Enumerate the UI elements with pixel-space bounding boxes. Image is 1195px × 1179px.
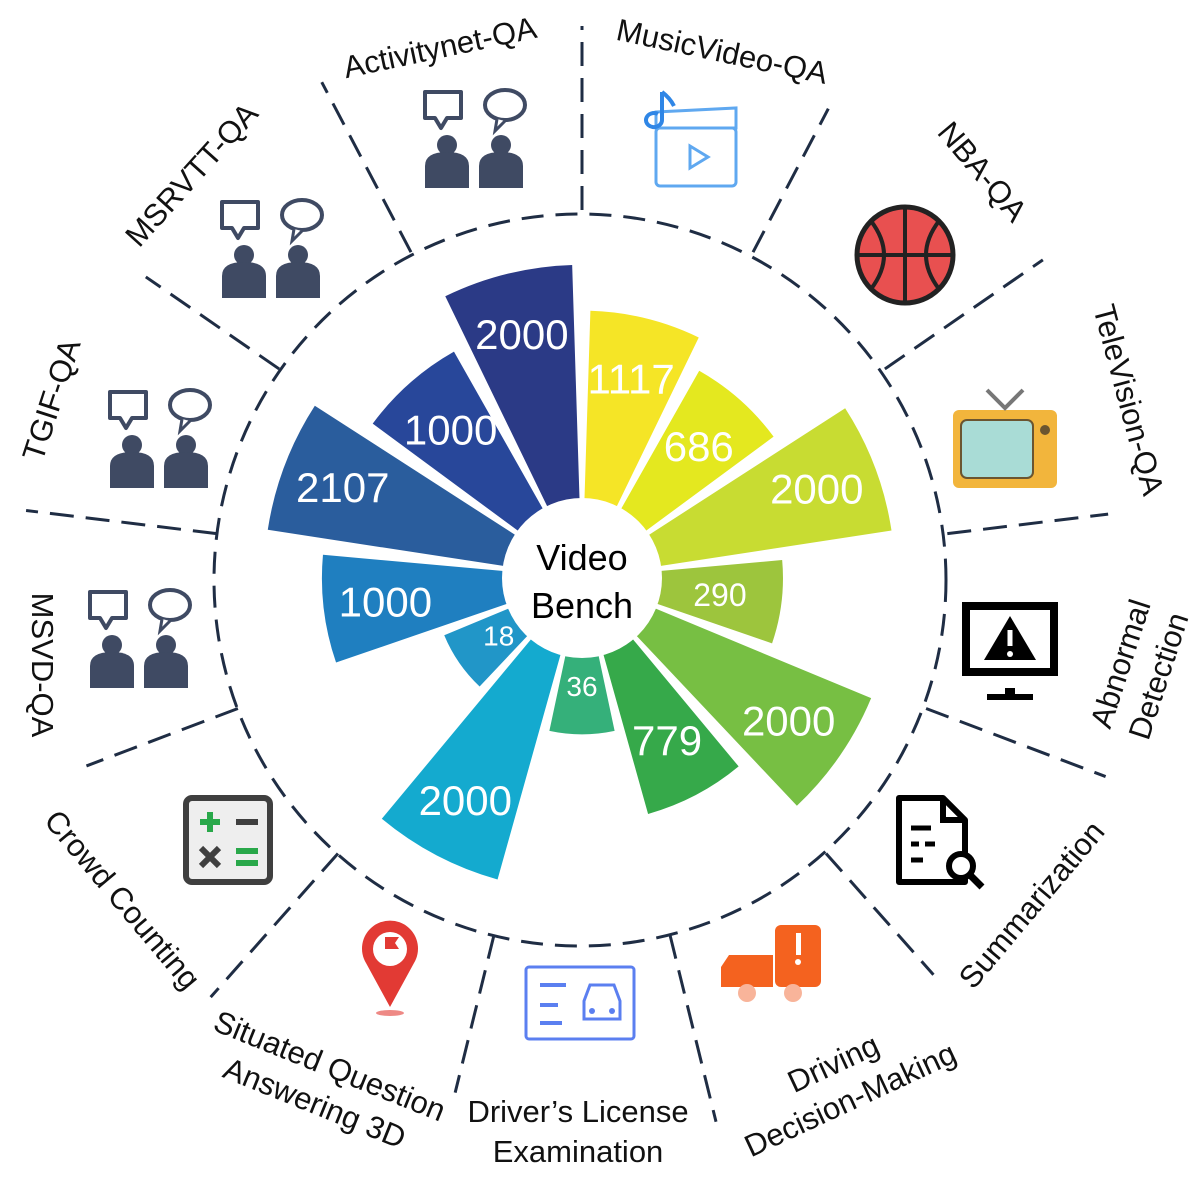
warning-monitor-icon <box>962 602 1058 700</box>
sector-dividers <box>25 26 1109 1123</box>
truck-alert-icon <box>721 925 821 1002</box>
center-hole <box>502 498 662 658</box>
television-icon <box>953 388 1057 488</box>
sector-divider <box>925 707 1107 778</box>
wedge-10 <box>267 405 532 569</box>
conversation-people-icon <box>220 198 324 298</box>
category-label: MSVD-QA <box>25 593 60 738</box>
sector-divider <box>144 275 280 371</box>
sector-divider <box>668 934 718 1123</box>
calculator-icon <box>183 795 273 885</box>
basketball-icon <box>854 204 956 306</box>
center-title-line-1: Video <box>536 537 627 578</box>
category-label-line: TGIF-QA <box>15 334 87 465</box>
wedge-9 <box>321 554 526 663</box>
sector-divider <box>884 258 1044 371</box>
wedge-12 <box>445 265 581 525</box>
wedge-6 <box>549 636 615 735</box>
wedge-3 <box>638 560 783 644</box>
sector-divider <box>947 512 1109 536</box>
category-label: MusicVideo-QA <box>613 12 831 91</box>
conversation-people-icon <box>88 588 192 688</box>
wedges: 1117 686 2000 290 2000 779 36 2000 18 1000 2107 100… <box>267 265 892 880</box>
category-label-line: TeleVision-QA <box>1086 301 1171 500</box>
sector-divider <box>209 852 340 999</box>
category-label-line: NBA-QA <box>931 115 1034 229</box>
category-label: Activitynet-QA <box>340 10 540 85</box>
wedge-7 <box>381 624 566 880</box>
category-label-line: Activitynet-QA <box>340 10 540 85</box>
category-label-line: MSVD-QA <box>25 593 60 738</box>
category-label-line: MusicVideo-QA <box>613 12 831 91</box>
category-label: NBA-QA <box>931 115 1034 229</box>
wedge-value-label: 18 <box>483 620 514 651</box>
wedge-4 <box>623 601 872 806</box>
wedge-value-label: 2000 <box>419 777 512 824</box>
wedge-11 <box>372 351 553 543</box>
wedge-1 <box>611 370 774 543</box>
category-label-line: Summarization <box>952 814 1112 995</box>
map-pin-icon <box>362 920 418 1016</box>
category-label: Crowd Counting <box>38 803 208 996</box>
sector-divider <box>320 81 413 253</box>
sector-divider <box>824 852 935 976</box>
category-label-line: Examination <box>493 1134 664 1169</box>
category-label: TeleVision-QA <box>1086 301 1171 500</box>
wedge-value-label: 1000 <box>404 406 497 453</box>
wedge-value-label: 2000 <box>742 697 835 744</box>
music-video-icon <box>644 90 738 188</box>
wedge-value-label: 2000 <box>475 311 568 358</box>
wedge-5 <box>598 624 739 814</box>
sector-divider <box>751 108 830 253</box>
document-search-icon <box>896 795 985 890</box>
category-icons <box>88 88 1058 1041</box>
category-label-line: Driver’s License <box>467 1094 688 1129</box>
wedge-value-label: 686 <box>664 423 734 470</box>
center-title-line-2: Bench <box>531 585 633 626</box>
conversation-people-icon <box>423 88 527 188</box>
outer-dashed-ring <box>212 212 948 948</box>
sector-divider <box>453 934 496 1093</box>
wedge-value-label: 779 <box>632 717 702 764</box>
category-label-line: Crowd Counting <box>38 803 208 996</box>
wedge-0 <box>583 310 699 525</box>
wedge-value-label: 36 <box>566 671 597 702</box>
wedge-value-label: 2107 <box>296 464 389 511</box>
wedge-value-label: 2000 <box>770 466 863 513</box>
wedge-value-label: 290 <box>693 577 746 613</box>
category-label: Summarization <box>952 814 1112 995</box>
category-label: TGIF-QA <box>15 334 87 465</box>
conversation-people-icon <box>108 388 212 488</box>
sector-divider <box>85 707 239 768</box>
wedge-2 <box>632 408 892 569</box>
license-card-icon <box>524 965 636 1041</box>
wedge-value-label: 1117 <box>588 355 675 402</box>
sector-divider <box>25 509 217 536</box>
wedge-value-label: 1000 <box>339 579 432 626</box>
